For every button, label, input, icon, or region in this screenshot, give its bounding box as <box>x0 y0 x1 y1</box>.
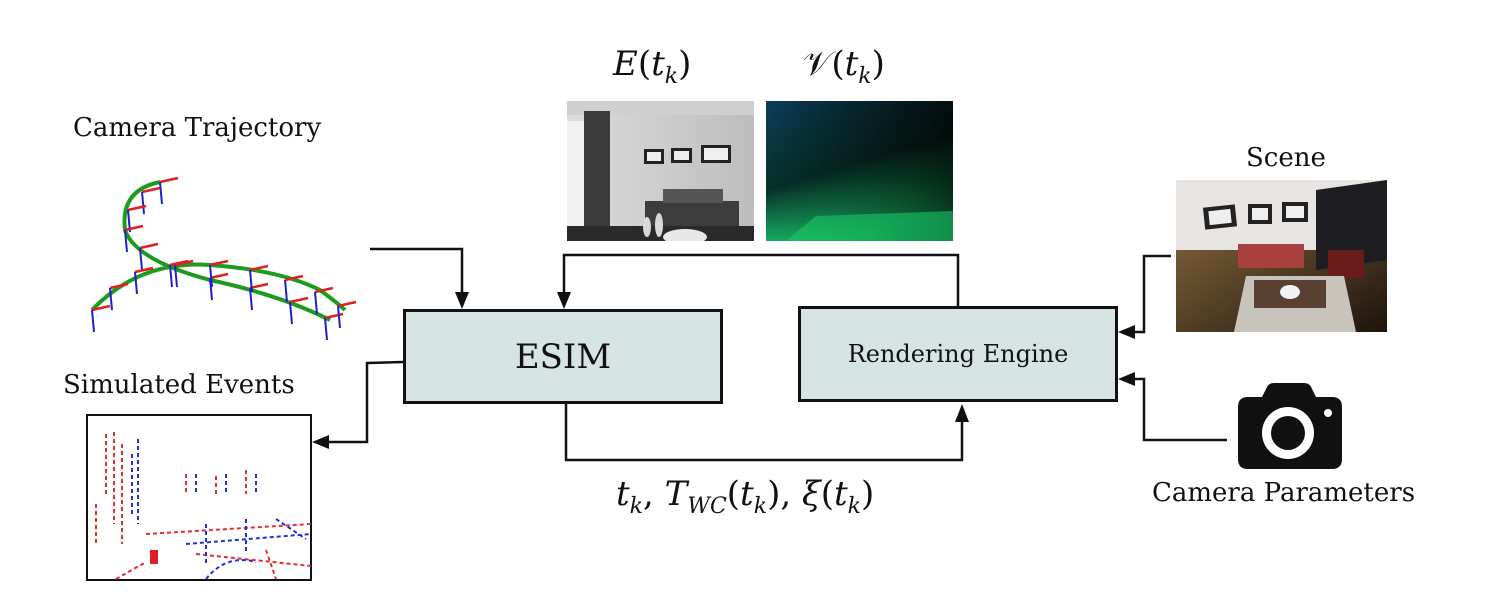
math-subscript: k <box>753 493 768 519</box>
depth-map-label: 𝒱(tk) <box>803 44 885 89</box>
rendering-engine-box: Rendering Engine <box>798 306 1118 402</box>
math-subscript: k <box>629 493 644 519</box>
simulated-events-image <box>86 414 312 581</box>
camera-x-axis <box>314 286 334 294</box>
math-comma: , <box>643 474 665 514</box>
math-symbol: T <box>664 474 688 514</box>
math-symbol: t <box>616 474 630 514</box>
intensity-frame-label: E(tk) <box>613 44 691 89</box>
camera-x-axis <box>289 296 309 304</box>
camera-frames <box>91 176 357 340</box>
math-comma: , <box>780 474 802 514</box>
math-paren: ( <box>726 474 741 514</box>
arrowhead <box>955 404 969 422</box>
camera-x-axis <box>169 259 189 267</box>
arrowhead <box>557 292 571 309</box>
camera-x-axis <box>139 242 159 250</box>
math-subscript: k <box>664 63 679 89</box>
camera-z-axis <box>169 264 173 288</box>
camera-z-axis <box>284 279 288 303</box>
esim-box-label: ESIM <box>514 336 612 377</box>
camera-x-axis <box>337 300 357 308</box>
arrow-esim-to-render <box>564 404 964 462</box>
trajectory-curve-upper <box>122 180 331 322</box>
camera-x-axis <box>249 264 269 272</box>
math-symbol: t <box>740 474 754 514</box>
camera-z-axis <box>314 291 318 315</box>
camera-x-axis <box>159 176 179 184</box>
camera-parameters-label: Camera Parameters <box>1152 478 1416 508</box>
arrow-render-to-esim <box>562 253 960 306</box>
camera-x-axis <box>209 272 229 280</box>
math-paren: ) <box>678 44 692 84</box>
camera-z-axis <box>109 287 113 311</box>
math-subscript: k <box>858 63 872 89</box>
math-paren: ) <box>871 44 885 84</box>
camera-trajectory-label: Camera Trajectory <box>73 113 322 143</box>
camera-trajectory-image <box>90 176 357 340</box>
camera-x-axis <box>141 186 161 194</box>
math-symbol: E <box>613 44 638 84</box>
camera-z-axis <box>209 264 213 288</box>
simulated-events-label: Simulated Events <box>63 370 295 400</box>
camera-z-axis <box>324 317 328 340</box>
camera-x-axis <box>124 224 144 232</box>
camera-x-axis <box>134 266 154 274</box>
math-symbol: t <box>651 44 665 84</box>
math-paren: ) <box>767 474 781 514</box>
camera-icon <box>1238 383 1342 469</box>
camera-z-axis <box>174 264 178 288</box>
camera-x-axis <box>109 282 129 290</box>
arrowhead <box>455 292 469 309</box>
arrow-trajectory-to-esim <box>370 247 464 296</box>
camera-x-axis <box>284 274 304 282</box>
camera-z-axis <box>134 271 138 295</box>
math-paren: ) <box>860 474 875 514</box>
arrow-esim-to-events <box>326 360 404 444</box>
intensity-frame-image <box>567 101 754 241</box>
math-symbol: t <box>844 44 859 84</box>
camera-z-axis <box>249 287 253 311</box>
camera-x-axis <box>127 204 147 212</box>
camera-z-axis <box>289 301 293 325</box>
camera-z-axis <box>337 305 341 329</box>
math-subscript: WC <box>687 493 727 519</box>
arrow-scene-to-render <box>1132 254 1171 334</box>
arrowhead <box>312 435 329 449</box>
camera-z-axis <box>249 269 253 293</box>
scene-label: Scene <box>1246 143 1326 173</box>
camera-x-axis <box>91 304 111 312</box>
camera-z-axis <box>141 191 145 215</box>
camera-x-axis <box>249 282 269 290</box>
math-symbol: ξ <box>801 474 821 514</box>
event-cluster <box>150 550 158 564</box>
camera-z-axis <box>159 181 163 205</box>
math-paren: ( <box>637 44 652 84</box>
arrowhead <box>1118 372 1135 386</box>
depth-map-image <box>766 101 953 241</box>
esim-box: ESIM <box>403 309 723 404</box>
negative-events <box>131 439 312 580</box>
arrow-camera-to-render <box>1132 377 1227 442</box>
arrowhead <box>1118 325 1135 339</box>
pose-params-label: tk, TWC(tk), ξ(tk) <box>616 474 874 519</box>
arrowheads <box>312 292 1135 449</box>
scene-image <box>1176 180 1387 332</box>
math-symbol: t <box>833 474 848 514</box>
camera-x-axis <box>209 259 229 267</box>
camera-z-axis <box>124 229 128 253</box>
camera-z-axis <box>91 309 95 333</box>
camera-z-axis <box>209 277 213 301</box>
rendering-engine-box-label: Rendering Engine <box>847 340 1069 368</box>
math-symbol: 𝒱 <box>803 44 832 84</box>
camera-x-axis <box>324 312 344 320</box>
math-paren: ( <box>820 474 834 514</box>
positive-events <box>95 432 312 580</box>
math-paren: ( <box>831 44 845 84</box>
math-subscript: k <box>847 493 861 519</box>
camera-z-axis <box>139 247 143 271</box>
